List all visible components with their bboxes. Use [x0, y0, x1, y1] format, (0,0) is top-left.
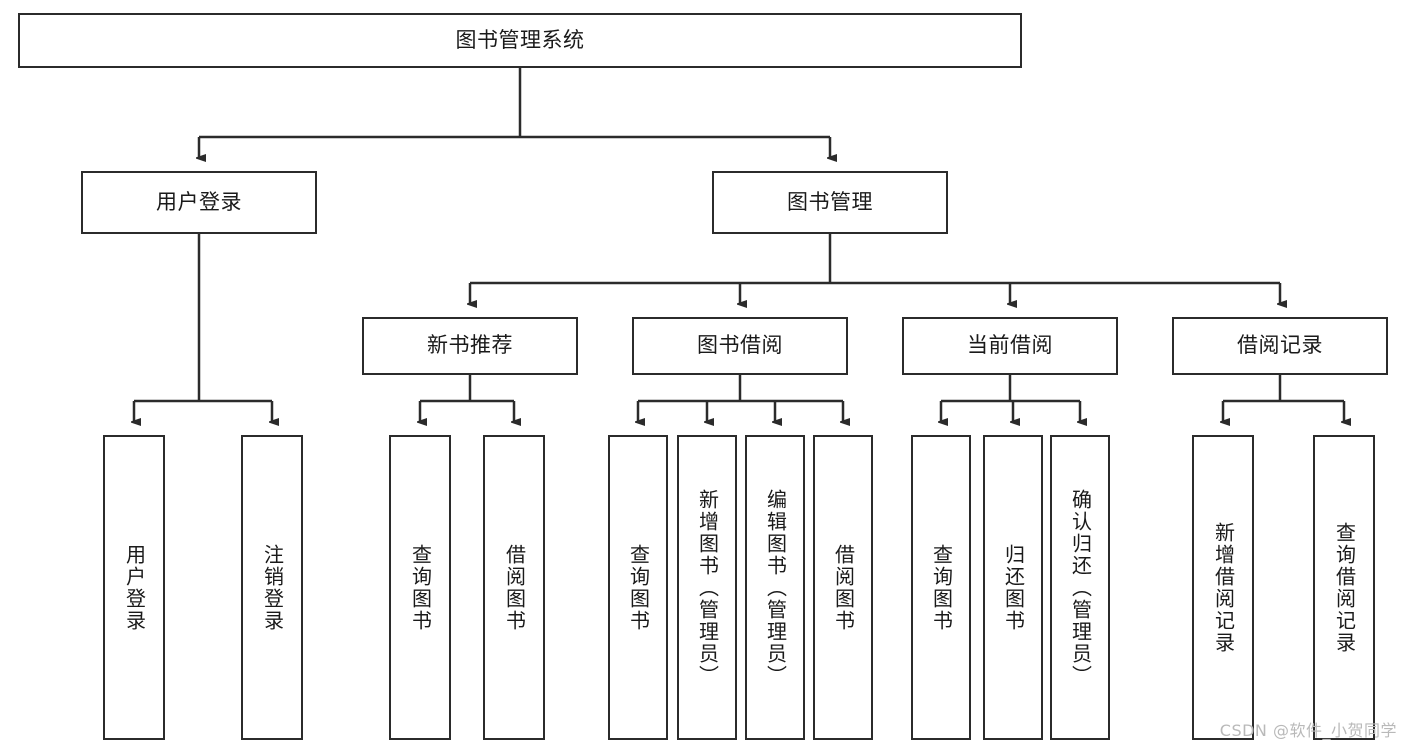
node-label: 借阅图书	[831, 543, 856, 632]
node-root[interactable]: 图书管理系统	[18, 13, 1022, 68]
node-label: 归还图书	[1001, 543, 1026, 632]
node-leaf-add-book[interactable]: 新增图书（管理员）	[677, 435, 737, 740]
node-label: 查询图书	[408, 543, 433, 632]
node-leaf-borrow-book-1[interactable]: 借阅图书	[483, 435, 545, 740]
node-leaf-borrow-book-2[interactable]: 借阅图书	[813, 435, 873, 740]
node-leaf-logout[interactable]: 注销登录	[241, 435, 303, 740]
node-label: 新书推荐	[427, 333, 513, 358]
node-label: 当前借阅	[967, 333, 1053, 358]
node-leaf-user-login[interactable]: 用户登录	[103, 435, 165, 740]
node-label: 查询图书	[929, 543, 954, 632]
node-label: 确认归还（管理员）	[1068, 488, 1093, 687]
node-borrowing-record[interactable]: 借阅记录	[1172, 317, 1388, 375]
node-leaf-return-book[interactable]: 归还图书	[983, 435, 1043, 740]
node-leaf-confirm-return[interactable]: 确认归还（管理员）	[1050, 435, 1110, 740]
node-label: 借阅记录	[1237, 333, 1323, 358]
node-label: 注销登录	[260, 543, 285, 632]
node-book-management[interactable]: 图书管理	[712, 171, 948, 234]
node-label: 图书借阅	[697, 333, 783, 358]
node-leaf-query-book-1[interactable]: 查询图书	[389, 435, 451, 740]
node-label: 新增图书（管理员）	[695, 488, 720, 687]
node-new-book-recommendation[interactable]: 新书推荐	[362, 317, 578, 375]
node-user-login[interactable]: 用户登录	[81, 171, 317, 234]
node-label: 编辑图书（管理员）	[763, 488, 788, 687]
node-current-borrowing[interactable]: 当前借阅	[902, 317, 1118, 375]
node-label: 用户登录	[122, 543, 147, 632]
node-leaf-edit-book[interactable]: 编辑图书（管理员）	[745, 435, 805, 740]
node-leaf-add-borrow-record[interactable]: 新增借阅记录	[1192, 435, 1254, 740]
node-label: 用户登录	[156, 189, 242, 214]
node-label: 新增借阅记录	[1211, 521, 1236, 654]
node-label: 查询图书	[626, 543, 651, 632]
node-leaf-query-book-2[interactable]: 查询图书	[608, 435, 668, 740]
node-label: 图书管理	[787, 189, 873, 214]
node-leaf-query-book-3[interactable]: 查询图书	[911, 435, 971, 740]
watermark: CSDN @软件_小贺同学	[1219, 721, 1397, 740]
node-label: 查询借阅记录	[1332, 521, 1357, 654]
node-label: 借阅图书	[502, 543, 527, 632]
node-leaf-query-borrow-record[interactable]: 查询借阅记录	[1313, 435, 1375, 740]
node-label: 图书管理系统	[455, 27, 585, 52]
node-book-borrowing[interactable]: 图书借阅	[632, 317, 848, 375]
